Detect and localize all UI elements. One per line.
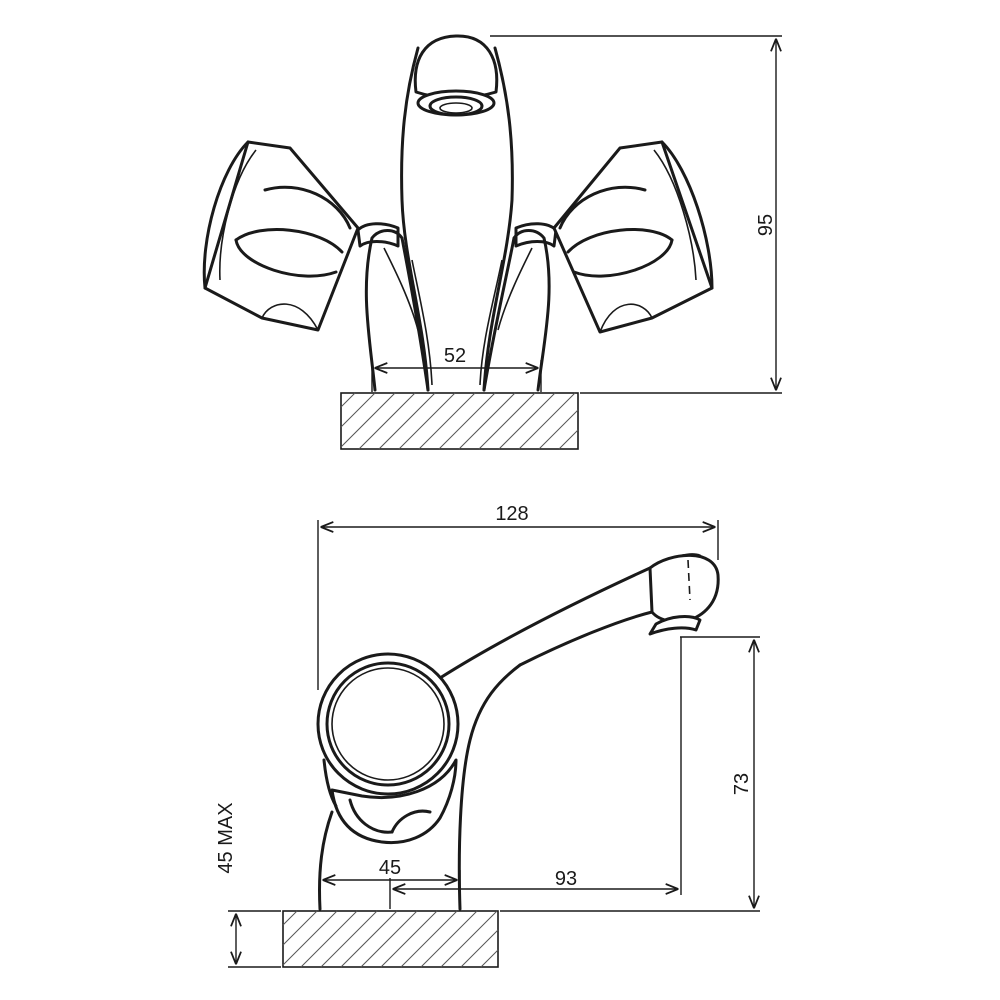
front-faucet-body <box>356 34 558 392</box>
side-base-width-value: 45 <box>379 857 401 879</box>
front-spacing-value: 52 <box>444 345 466 367</box>
side-handle <box>316 652 460 845</box>
side-outlet-height-dimension: 73 <box>500 636 760 912</box>
side-outlet-height-value: 73 <box>731 773 753 795</box>
side-reach-dimension: 93 <box>389 637 682 909</box>
side-reach-value: 93 <box>555 868 577 890</box>
side-mount-thickness-value: 45 MAX <box>215 802 237 873</box>
side-counter-hatch <box>282 910 499 968</box>
front-height-value: 95 <box>755 214 777 236</box>
front-left-handle <box>202 140 360 332</box>
side-view: 128 73 93 45 45 MAX <box>215 503 760 968</box>
side-counter-section <box>282 910 499 968</box>
front-right-handle <box>552 140 714 334</box>
side-mount-thickness-dimension: 45 MAX <box>215 802 281 968</box>
front-counter-section <box>340 392 579 450</box>
front-counter-hatch <box>340 392 579 450</box>
side-length-value: 128 <box>495 503 528 525</box>
front-spacing-dimension: 52 <box>371 345 542 392</box>
front-view: 95 52 <box>202 34 782 450</box>
side-length-dimension: 128 <box>317 503 719 690</box>
side-base-width-dimension: 45 <box>319 857 461 909</box>
front-height-dimension: 95 <box>490 35 782 394</box>
